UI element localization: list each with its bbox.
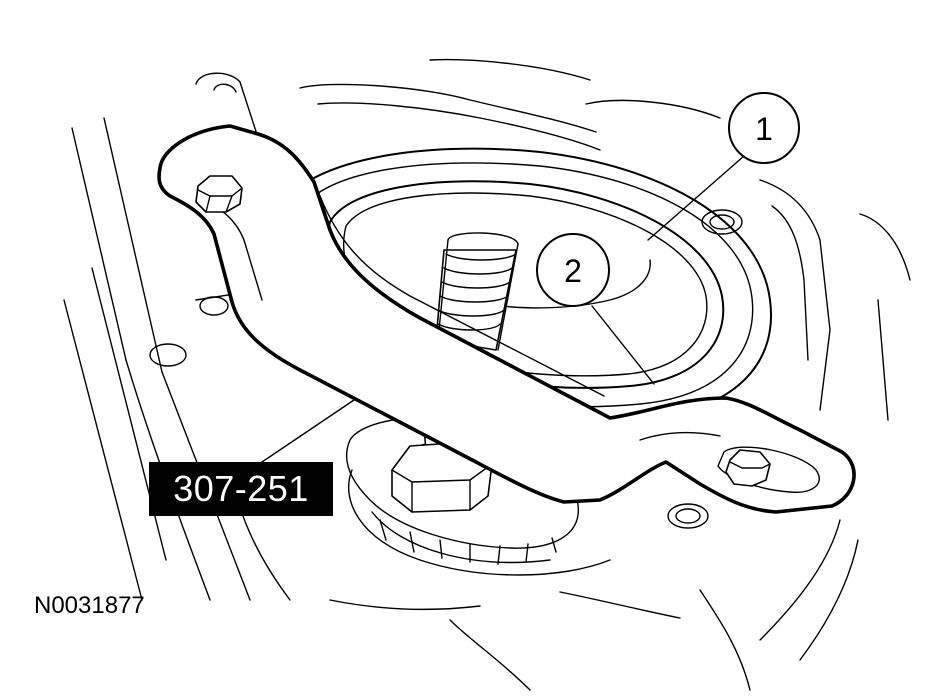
callout-2: 2 [536, 233, 610, 307]
callout-1-number: 1 [755, 111, 773, 147]
transmission-case [63, 58, 911, 691]
callout-2-number: 2 [564, 253, 582, 289]
callout-1: 1 [728, 92, 800, 164]
figure-id: N0031877 [34, 592, 145, 619]
tool-label-leader [261, 399, 355, 463]
tool-number-label: 307-251 [149, 462, 333, 516]
special-tool-bracket [157, 124, 856, 514]
callout-leaders [591, 155, 745, 385]
